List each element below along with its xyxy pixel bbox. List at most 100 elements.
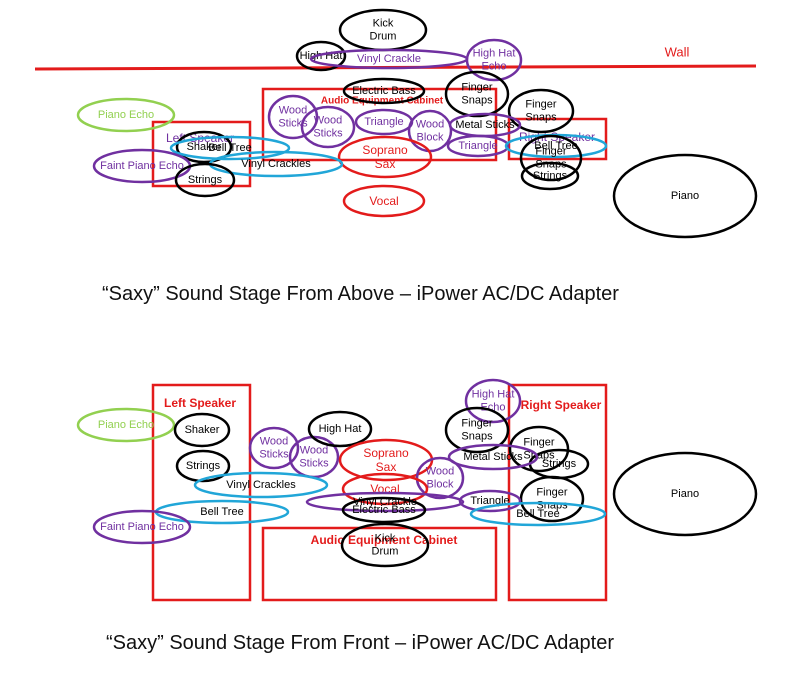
front-sound-ellipse-vocal <box>341 472 429 506</box>
above-sound-ellipse-piano-echo <box>76 97 176 133</box>
front-sound-label-finger-snaps: Finger <box>536 486 568 498</box>
above-zone-label-audio-equipment-cabinet: Audio Equipment Cabinet <box>321 96 444 107</box>
front-sound-ellipse-faint-piano-echo <box>92 509 192 545</box>
front-sound-label-bell-tree: Bell Tree <box>516 508 559 520</box>
front-sound-piano-echo: Piano Echo <box>76 407 176 443</box>
above-sound-label-kick-drum: Drum <box>370 31 397 43</box>
above-sound-strings: Strings <box>174 162 236 198</box>
above-sound-ellipse-bell-tree <box>169 135 291 161</box>
front-sound-bell-tree: Bell Tree <box>154 499 290 525</box>
front-zone-box-left-speaker <box>151 383 252 602</box>
above-sound-ellipse-soprano-sax <box>337 135 433 179</box>
above-sound-triangle: Triangle <box>354 108 414 136</box>
above-sound-label-triangle: Triangle <box>458 140 497 152</box>
above-sound-label-finger-snaps: Finger <box>535 145 567 157</box>
front-zone-audio-equipment-cabinet: Audio Equipment Cabinet <box>261 526 498 602</box>
front-sound-label-metal-sticks: Metal Sticks <box>463 451 523 463</box>
above-sound-ellipse-finger-snaps <box>519 134 583 182</box>
above-sound-label-strings: Strings <box>533 170 568 182</box>
above-sound-label-electric-bass: Electric Bass <box>352 85 416 97</box>
front-sound-ellipse-kick-drum <box>340 522 430 568</box>
front-sound-ellipse-piano-echo <box>76 407 176 443</box>
above-sound-ellipse-strings <box>520 161 580 191</box>
above-sound-metal-sticks: Metal Sticks <box>448 112 522 138</box>
above-sound-bell-tree: Bell Tree <box>169 135 291 161</box>
above-sound-label-soprano-sax: Sax <box>375 157 396 171</box>
front-sound-label-finger-snaps: Snaps <box>461 431 493 443</box>
above-sound-label-metal-sticks: Metal Sticks <box>455 119 515 131</box>
caption-front: “Saxy” Sound Stage From Front – iPower A… <box>106 632 614 654</box>
front-sound-triangle: Triangle <box>458 489 522 513</box>
front-sound-label-faint-piano-echo: Faint Piano Echo <box>100 521 184 533</box>
above-sound-label-soprano-sax: Soprano <box>362 143 408 157</box>
front-sound-electric-bass: Electric Bass <box>341 496 427 524</box>
front-sound-label-high-hat-echo: High Hat <box>472 388 515 400</box>
front-sound-label-strings: Strings <box>186 460 221 472</box>
front-sound-ellipse-high-hat <box>307 410 373 448</box>
above-sound-strings: Strings <box>520 161 580 191</box>
front-sound-ellipse-electric-bass <box>341 496 427 524</box>
above-sound-label-faint-piano-echo: Faint Piano Echo <box>100 160 184 172</box>
front-sound-label-bell-tree: Bell Tree <box>200 506 243 518</box>
above-sound-shaker: Shaker <box>175 130 233 164</box>
front-sound-ellipse-metal-sticks <box>447 443 539 471</box>
front-sound-label-shaker: Shaker <box>185 424 220 436</box>
above-sound-ellipse-bell-tree <box>504 133 608 159</box>
front-sound-label-wood-sticks: Wood <box>260 435 289 447</box>
above-sound-label-wood-sticks: Wood <box>279 104 308 116</box>
front-zone-label-left-speaker: Left Speaker <box>164 396 236 410</box>
front-sound-ellipse-vinyl-crackles <box>193 471 329 499</box>
wall-label: Wall <box>665 45 690 60</box>
above-sound-ellipse-electric-bass <box>342 77 426 105</box>
front-sound-ellipse-strings <box>175 449 231 483</box>
front-sound-label-finger-snaps: Finger <box>523 436 555 448</box>
above-sound-label-wood-block: Block <box>417 132 444 144</box>
above-sound-label-piano: Piano <box>671 190 699 202</box>
above-sound-triangle: Triangle <box>446 134 510 158</box>
above-zone-box-right-speaker <box>507 117 608 161</box>
above-zone-audio-equipment-cabinet: Audio Equipment Cabinet <box>261 87 498 162</box>
front-sound-bell-tree: Bell Tree <box>469 501 607 527</box>
above-sound-label-wood-sticks: Sticks <box>278 118 308 130</box>
front-sound-label-electric-bass: Electric Bass <box>352 504 416 516</box>
above-sound-ellipse-wood-sticks <box>267 94 319 140</box>
above-sound-label-vinyl-crackles: Vinyl Crackles <box>241 158 311 170</box>
above-sound-ellipse-high-hat <box>295 40 347 72</box>
front-sound-ellipse-triangle <box>458 489 522 513</box>
above-sound-ellipse-strings <box>174 162 236 198</box>
front-zone-label-audio-equipment-cabinet: Audio Equipment Cabinet <box>311 533 458 547</box>
front-sound-metal-sticks: Metal Sticks <box>447 443 539 471</box>
front-sound-label-soprano-sax: Sax <box>376 460 397 474</box>
front-sound-ellipse-finger-snaps <box>444 406 510 454</box>
above-sound-label-vinyl-crackle: Vinyl Crackle <box>357 53 421 65</box>
above-sound-ellipse-triangle <box>446 134 510 158</box>
front-sound-label-soprano-sax: Soprano <box>363 446 409 460</box>
above-sound-label-piano-echo: Piano Echo <box>98 109 154 121</box>
front-sound-label-piano: Piano <box>671 488 699 500</box>
above-sound-label-high-hat-echo: High Hat <box>473 47 516 59</box>
front-zone-box-audio-equipment-cabinet <box>261 526 498 602</box>
front-sound-label-wood-sticks: Wood <box>300 444 329 456</box>
front-sound-label-wood-sticks: Sticks <box>299 458 329 470</box>
above-sound-bell-tree: Bell Tree <box>504 133 608 159</box>
above-sound-ellipse-high-hat-echo <box>465 38 523 82</box>
above-sound-ellipse-shaker <box>175 130 233 164</box>
caption-above: “Saxy” Sound Stage From Above – iPower A… <box>102 283 619 305</box>
front-sound-label-wood-block: Wood <box>426 465 455 477</box>
above-sound-ellipse-wood-sticks <box>300 105 356 149</box>
front-sound-strings: Strings <box>175 449 231 483</box>
above-zone-box-audio-equipment-cabinet <box>261 87 498 162</box>
